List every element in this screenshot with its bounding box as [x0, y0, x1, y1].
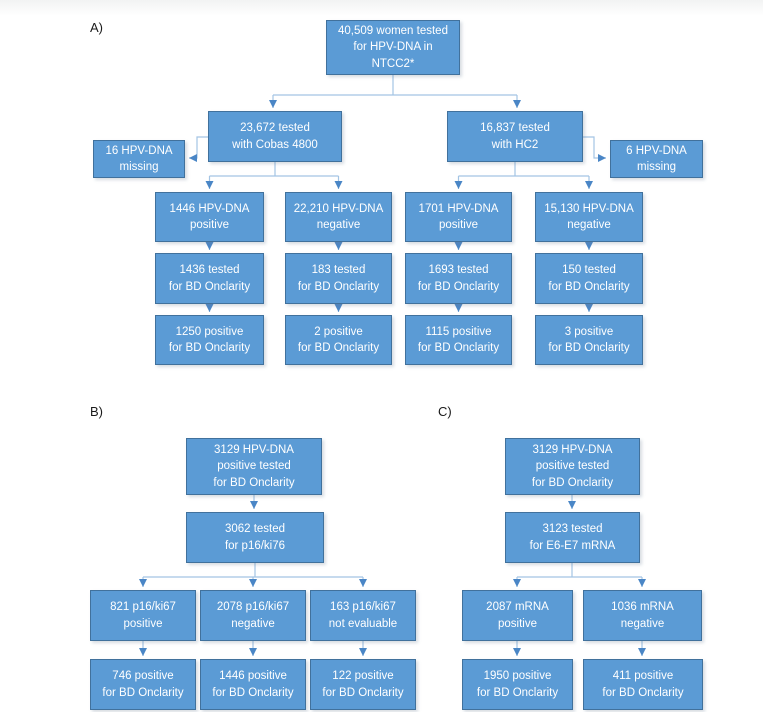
box-a-root: 40,509 women tested for HPV-DNA in NTCC2…: [326, 20, 460, 75]
box-b-neg-bd: 1446 positive for BD Onclarity: [200, 659, 306, 710]
box-a-hc2-pos-bd: 1115 positive for BD Onclarity: [405, 315, 512, 365]
box-a-hc2-negative: 15,130 HPV-DNA negative: [535, 192, 643, 242]
box-c-mid: 3123 tested for E6-E7 mRNA: [505, 512, 640, 563]
box-a-missing-cobas: 16 HPV-DNA missing: [93, 140, 185, 178]
box-a-hc2-neg-tested: 150 tested for BD Onclarity: [535, 253, 643, 304]
box-a-missing-hc2: 6 HPV-DNA missing: [610, 140, 703, 178]
box-a-cobas-neg-bd: 2 positive for BD Onclarity: [285, 315, 392, 365]
box-a-hc2-pos-tested: 1693 tested for BD Onclarity: [405, 253, 512, 304]
box-b-ne: 163 p16/ki67 not evaluable: [310, 590, 416, 641]
box-a-hc2: 16,837 tested with HC2: [447, 111, 583, 162]
box-c-pos-bd: 1950 positive for BD Onclarity: [462, 659, 573, 710]
box-b-mid: 3062 tested for p16/ki76: [186, 512, 324, 563]
box-c-root: 3129 HPV-DNA positive tested for BD Oncl…: [505, 438, 640, 495]
box-a-cobas-pos-bd: 1250 positive for BD Onclarity: [155, 315, 264, 365]
box-a-hc2-neg-bd: 3 positive for BD Onclarity: [535, 315, 643, 365]
box-a-hc2-positive: 1701 HPV-DNA positive: [405, 192, 512, 242]
box-a-cobas-neg-tested: 183 tested for BD Onclarity: [285, 253, 392, 304]
panel-c-label: C): [438, 404, 452, 419]
panel-b-label: B): [90, 404, 103, 419]
panel-a-label: A): [90, 20, 103, 35]
box-b-neg: 2078 p16/ki67 negative: [200, 590, 306, 641]
box-c-neg: 1036 mRNA negative: [583, 590, 702, 641]
box-b-pos: 821 p16/ki67 positive: [90, 590, 196, 641]
box-c-pos: 2087 mRNA positive: [462, 590, 573, 641]
box-b-pos-bd: 746 positive for BD Onclarity: [90, 659, 196, 710]
box-a-cobas-positive: 1446 HPV-DNA positive: [155, 192, 264, 242]
box-a-cobas: 23,672 tested with Cobas 4800: [208, 111, 342, 162]
box-b-root: 3129 HPV-DNA positive tested for BD Oncl…: [186, 438, 322, 495]
box-b-ne-bd: 122 positive for BD Onclarity: [310, 659, 416, 710]
box-a-cobas-negative: 22,210 HPV-DNA negative: [285, 192, 392, 242]
box-c-neg-bd: 411 positive for BD Onclarity: [583, 659, 703, 710]
box-a-cobas-pos-tested: 1436 tested for BD Onclarity: [155, 253, 264, 304]
